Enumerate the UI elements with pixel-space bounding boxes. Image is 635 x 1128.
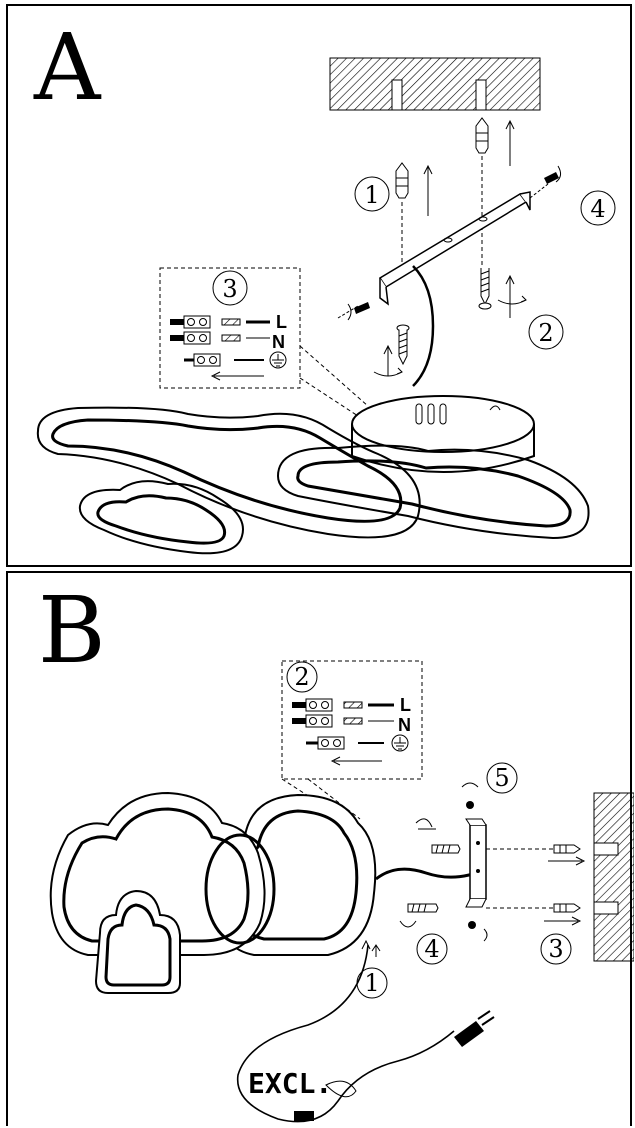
rotate-arrow-icon	[373, 274, 527, 377]
step-3-label: 3	[540, 933, 572, 965]
lamp-frame-right-cloud	[276, 444, 590, 540]
lamp-frame-small-cloud	[78, 480, 244, 555]
svg-text:3: 3	[548, 935, 563, 963]
plug-icon	[454, 1010, 495, 1047]
wire-l-label: L	[400, 695, 411, 715]
step-3-label: 3	[222, 275, 237, 303]
step-1-label: 1	[354, 176, 390, 212]
lamp-frame-large	[36, 406, 421, 539]
step-1-label: 1	[356, 939, 388, 999]
panel-a-diagram: 1 2 4 3 L N	[36, 57, 616, 555]
panel-b-diagram: 2 L N	[49, 660, 634, 1123]
svg-text:1: 1	[364, 969, 379, 997]
screw-side-right	[529, 165, 562, 199]
step-4-label: 4	[580, 190, 616, 226]
svg-text:4: 4	[424, 935, 439, 963]
svg-text:2: 2	[538, 319, 553, 347]
screw-bottom	[468, 921, 488, 942]
wall-hatch	[593, 792, 634, 962]
screw-vertical-right	[478, 268, 492, 310]
panel-b-letter: B	[38, 577, 106, 684]
lamp-cloud-front	[49, 791, 276, 956]
screw-side-left	[337, 302, 370, 321]
cable-clip-icon	[294, 1080, 357, 1121]
wall-anchor-right	[475, 117, 489, 268]
wire-n-label: N	[398, 715, 411, 735]
screw-vertical-left	[396, 324, 410, 366]
screw-horizontal-bottom	[399, 903, 554, 928]
svg-text:1: 1	[364, 181, 379, 209]
panel-a-letter: A	[34, 14, 101, 121]
svg-text:5: 5	[494, 764, 509, 792]
lamp-cloud-small	[94, 889, 181, 994]
power-cable-to-bracket	[375, 867, 487, 881]
arrow-up-icon	[423, 119, 515, 216]
panel-a: A	[6, 4, 632, 567]
ceiling-hatch	[329, 57, 541, 111]
lamp-canopy	[351, 395, 535, 473]
wiring-inset: 3 L N	[159, 267, 369, 417]
excl-label: EXCL.	[248, 1067, 332, 1100]
screw-horizontal-top	[415, 818, 554, 854]
wire-l-label: L	[276, 312, 287, 332]
step-2-label: 2	[528, 314, 564, 350]
mounting-bracket	[378, 191, 531, 306]
step-5-label: 5	[486, 762, 518, 794]
wall-anchor-left	[395, 162, 409, 276]
panel-b: B 2 L N	[6, 571, 634, 1126]
power-cable	[412, 265, 435, 387]
wire-n-label: N	[272, 332, 285, 352]
wiring-inset: 2 L N	[281, 660, 423, 820]
step-2-label: 2	[294, 663, 309, 691]
wall-bracket	[465, 818, 487, 908]
svg-text:4: 4	[590, 195, 605, 223]
wall-anchor-top	[548, 844, 586, 866]
power-cord	[236, 944, 455, 1123]
screw-top	[461, 782, 479, 809]
step-4-label: 4	[416, 933, 448, 965]
wall-anchor-bottom	[544, 903, 582, 926]
